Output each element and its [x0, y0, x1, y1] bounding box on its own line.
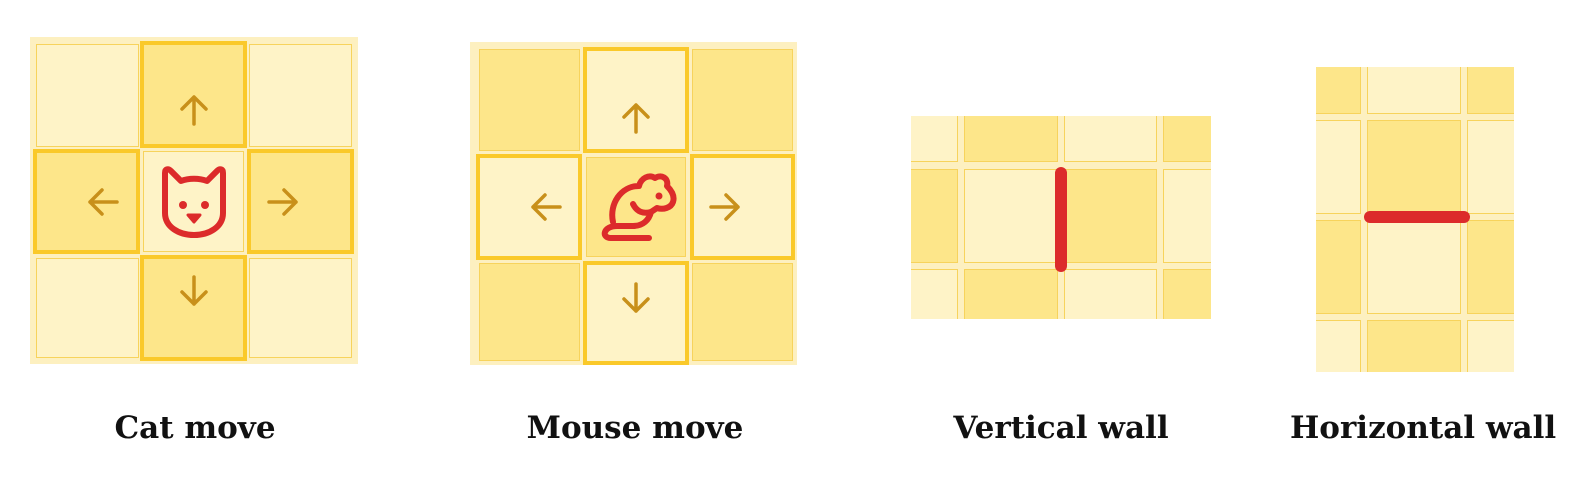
vertical-wall-caption: Vertical wall	[953, 410, 1169, 446]
board-cell	[479, 49, 580, 151]
horizontal-wall-board	[1316, 67, 1514, 372]
board-cell-move-target	[690, 154, 795, 260]
board-cell-move-target	[140, 255, 247, 361]
board-cell	[1316, 320, 1361, 372]
cat-move-caption: Cat move	[114, 410, 276, 446]
board-cell	[1163, 116, 1211, 162]
board-cell	[911, 269, 958, 319]
board-cell-move-target	[247, 149, 354, 254]
board-cell	[1467, 67, 1514, 114]
mouse-move-caption: Mouse move	[526, 410, 744, 446]
up-arrow-icon	[622, 103, 650, 134]
board-cell	[692, 263, 793, 361]
board-cell	[1316, 220, 1361, 314]
board-cell	[964, 269, 1058, 319]
board-cell	[1367, 120, 1461, 214]
cat-icon	[162, 166, 226, 238]
board-cell	[1064, 169, 1157, 263]
board-cell	[1064, 269, 1157, 319]
board-cell-piece	[143, 151, 244, 252]
down-arrow-icon	[180, 275, 208, 306]
board-cell	[1467, 220, 1514, 314]
board-cell	[1367, 220, 1461, 314]
vertical-wall-board	[911, 116, 1211, 319]
up-arrow-icon	[180, 95, 208, 126]
board-cell	[1367, 67, 1461, 114]
left-arrow-icon	[88, 188, 119, 216]
board-cell	[1467, 320, 1514, 372]
board-cell	[1163, 169, 1211, 263]
right-arrow-icon	[267, 188, 298, 216]
board-cell	[36, 44, 139, 147]
mouse-move-board	[470, 42, 797, 365]
board-cell	[964, 169, 1058, 263]
board-cell-move-target	[583, 47, 689, 153]
board-cell	[1163, 269, 1211, 319]
board-cell-move-target	[476, 154, 582, 260]
board-cell	[1064, 116, 1157, 162]
right-arrow-icon	[709, 193, 740, 221]
board-cell	[479, 263, 580, 361]
board-cell	[36, 258, 139, 358]
horizontal-wall-caption: Horizontal wall	[1290, 410, 1557, 446]
board-cell	[249, 258, 352, 358]
down-arrow-icon	[622, 282, 650, 313]
board-cell	[692, 49, 793, 151]
mouse-icon	[601, 173, 677, 241]
board-cell	[249, 44, 352, 147]
cat-move-board	[30, 37, 358, 364]
board-cell	[911, 169, 958, 263]
left-arrow-icon	[531, 193, 562, 221]
board-cell	[964, 116, 1058, 162]
board-cell-move-target	[583, 261, 689, 365]
board-cell	[1316, 120, 1361, 214]
board-cell	[1367, 320, 1461, 372]
horizontal-wall	[1364, 211, 1470, 223]
board-cell	[1316, 67, 1361, 114]
board-cell	[911, 116, 958, 162]
vertical-wall	[1055, 167, 1067, 272]
board-cell-move-target	[33, 149, 140, 254]
board-cell	[1467, 120, 1514, 214]
board-cell-move-target	[140, 41, 247, 148]
